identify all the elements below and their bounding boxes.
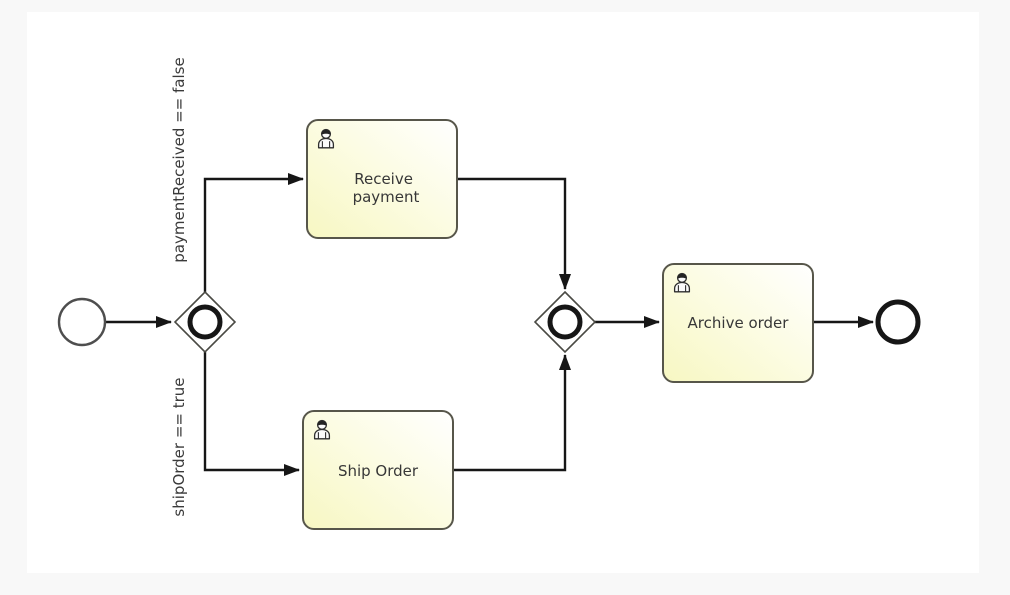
condition-label-ship-branch: shipOrder == true: [170, 377, 188, 516]
condition-label-payment-branch: paymentReceived == false: [170, 57, 188, 262]
flow-split-to-ship-order: [203, 352, 300, 476]
task-label: Ship Order: [338, 462, 419, 480]
task-label: Archive order: [688, 314, 790, 332]
flow-receive-payment-to-join: [457, 177, 571, 290]
flow-split-to-receive-payment: [203, 173, 304, 292]
task-ship-order[interactable]: Ship Order: [302, 410, 454, 530]
start-event[interactable]: [57, 297, 107, 347]
inclusive-gateway-join[interactable]: [533, 290, 597, 354]
inclusive-gateway-circle-icon: [187, 304, 223, 340]
inclusive-gateway-circle-icon: [547, 304, 583, 340]
sequence-flows: [105, 173, 874, 476]
flow-ship-order-to-join: [453, 354, 571, 472]
task-label: Receive payment: [353, 170, 420, 206]
inclusive-gateway-split[interactable]: [173, 290, 237, 354]
end-event[interactable]: [875, 299, 921, 345]
task-receive-payment[interactable]: Receive payment: [306, 119, 458, 239]
diagram-canvas: [27, 12, 979, 573]
task-archive-order[interactable]: Archive order: [662, 263, 814, 383]
